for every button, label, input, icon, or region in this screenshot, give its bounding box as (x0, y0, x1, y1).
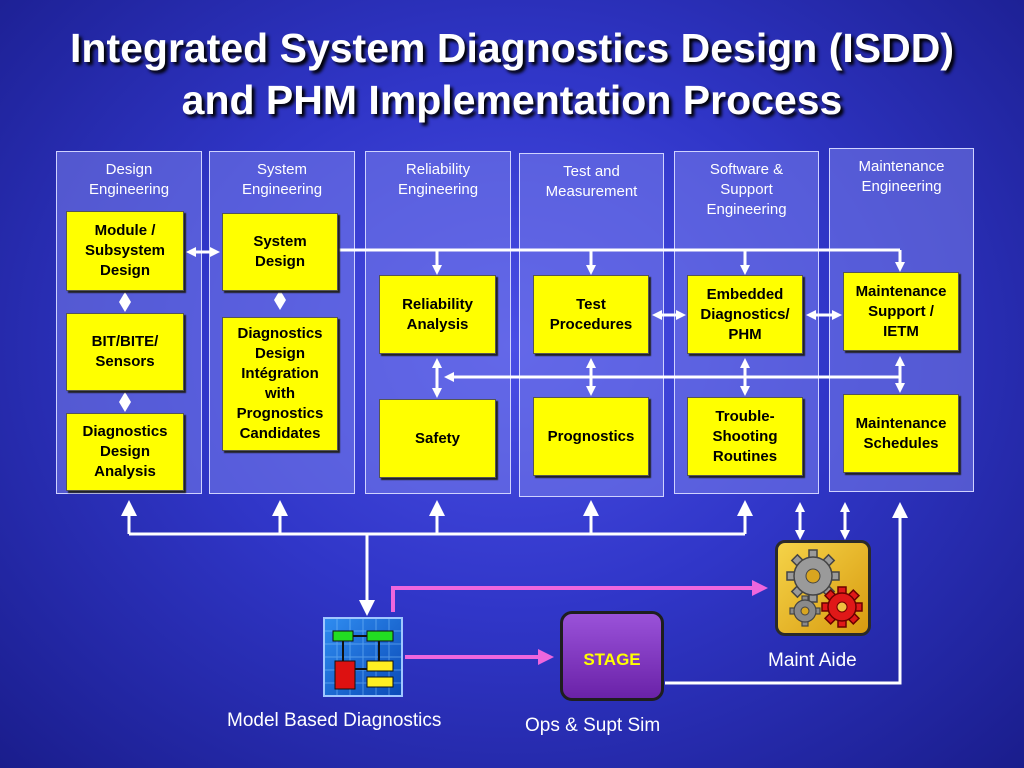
title-line-1: Integrated System Diagnostics Design (IS… (70, 25, 954, 71)
column-header: Maintenance Engineering (858, 158, 945, 195)
box-safety: Safety (379, 399, 496, 478)
title-line-2: and PHM Implementation Process (181, 77, 843, 123)
block-diagram-icon (323, 617, 403, 697)
column-header: Design Engineering (88, 161, 170, 198)
box-prognostics: Prognostics (533, 397, 649, 476)
box-bit-bite-sensors: BIT/BITE/Sensors (66, 313, 184, 391)
ops-supt-sim-caption: Ops & Supt Sim (525, 715, 661, 736)
stage-simulation-box: STAGE (560, 611, 664, 701)
column-header: Software & Support Engineering (706, 161, 787, 218)
column-header: Reliability Engineering (397, 161, 479, 198)
model-based-diagnostics-caption: Model Based Diagnostics (227, 710, 442, 731)
column-header: System Engineering (241, 161, 323, 198)
maint-aide-caption: Maint Aide (768, 650, 857, 671)
stage-label: STAGE (583, 650, 641, 669)
gears-icon (775, 540, 871, 636)
slide-title: Integrated System Diagnostics Design (IS… (0, 22, 1024, 126)
column-header: Test and Measurement (545, 163, 638, 200)
